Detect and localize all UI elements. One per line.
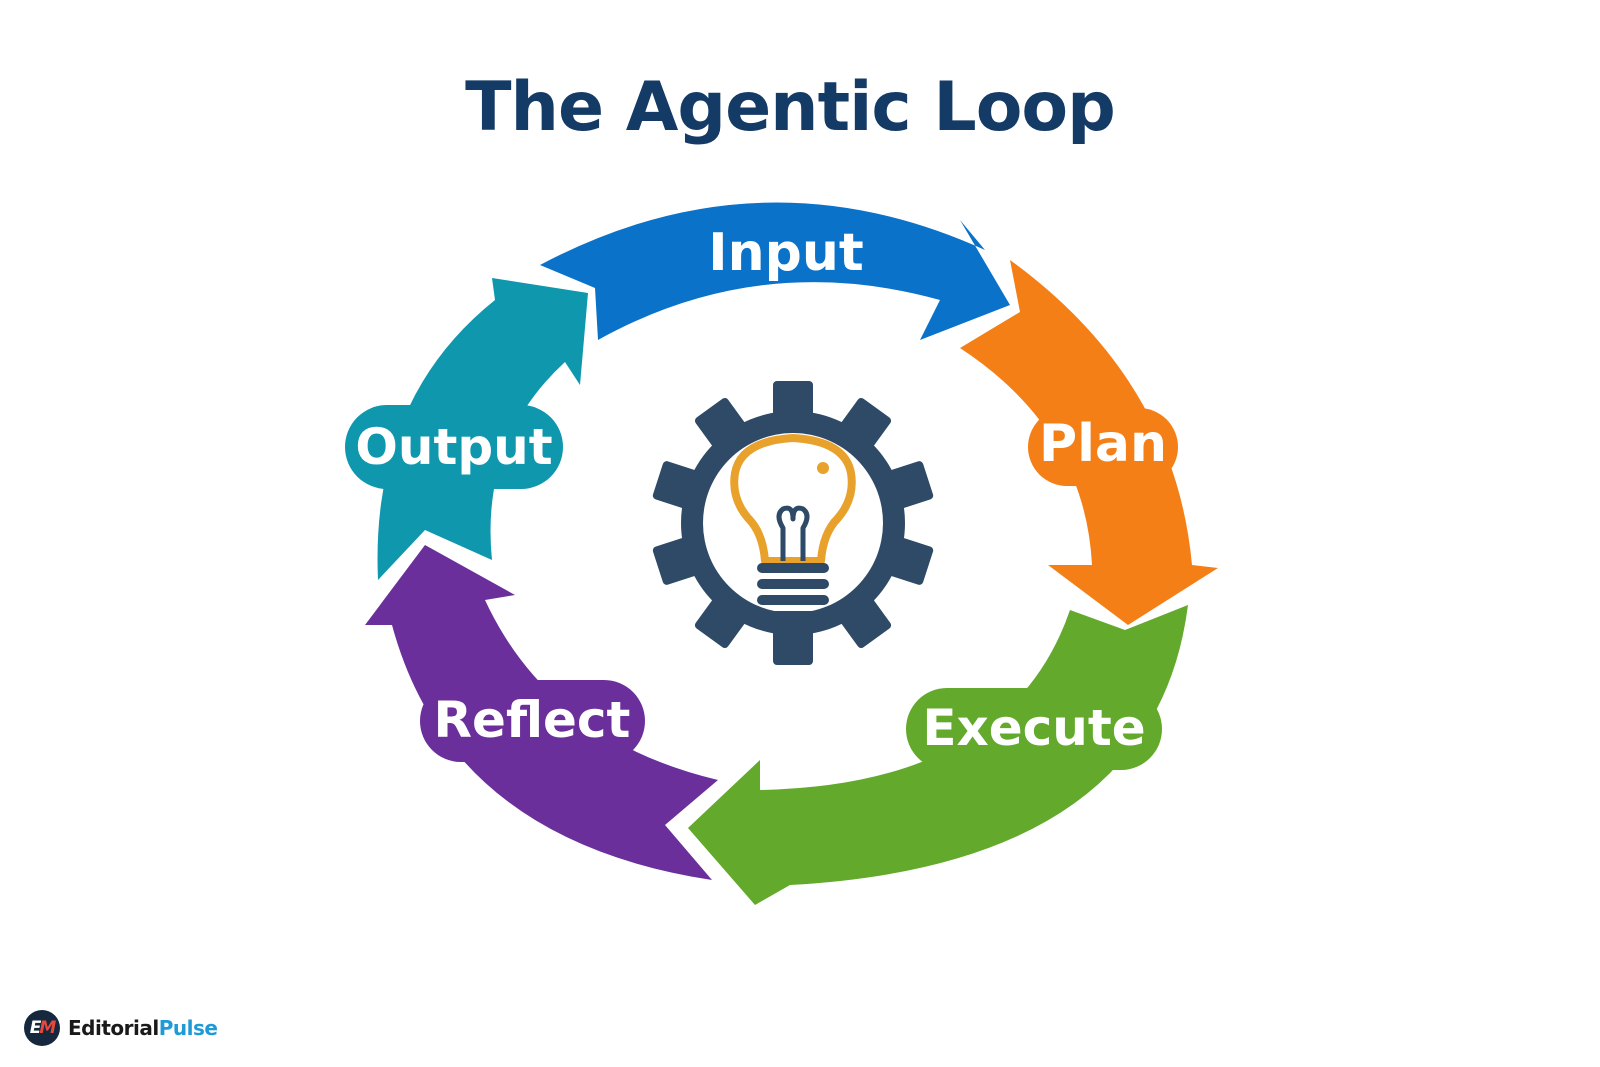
input-arrow-shape xyxy=(540,202,1010,340)
brand-name: EditorialPulse xyxy=(68,1016,218,1040)
output-arrow: Output xyxy=(345,278,588,580)
reflect-label-pill xyxy=(420,680,645,762)
execute-label: Execute xyxy=(922,699,1145,757)
execute-label-pill xyxy=(906,688,1162,770)
plan-label-pill xyxy=(1028,408,1178,486)
execute-arrow-shape xyxy=(688,605,1188,905)
gear-with-lightbulb-icon xyxy=(652,381,934,665)
lightbulb-icon xyxy=(730,434,856,629)
brand-logo-e: E xyxy=(29,1018,42,1038)
output-label: Output xyxy=(355,418,552,476)
input-label: Input xyxy=(708,223,863,283)
output-label-pill xyxy=(345,405,563,489)
execute-arrow: Execute xyxy=(688,605,1188,905)
input-arrow: Input xyxy=(540,202,1010,340)
reflect-label: Reflect xyxy=(434,691,631,749)
reflect-arrow: Reflect xyxy=(365,545,718,880)
diagram-title: The Agentic Loop xyxy=(465,68,1115,147)
brand-logo-m: M xyxy=(39,1018,56,1038)
plan-label: Plan xyxy=(1039,414,1167,474)
brand-name-editorial: Editorial xyxy=(68,1016,159,1040)
brand-name-pulse: Pulse xyxy=(158,1016,218,1040)
plan-arrow: Plan xyxy=(960,260,1218,625)
